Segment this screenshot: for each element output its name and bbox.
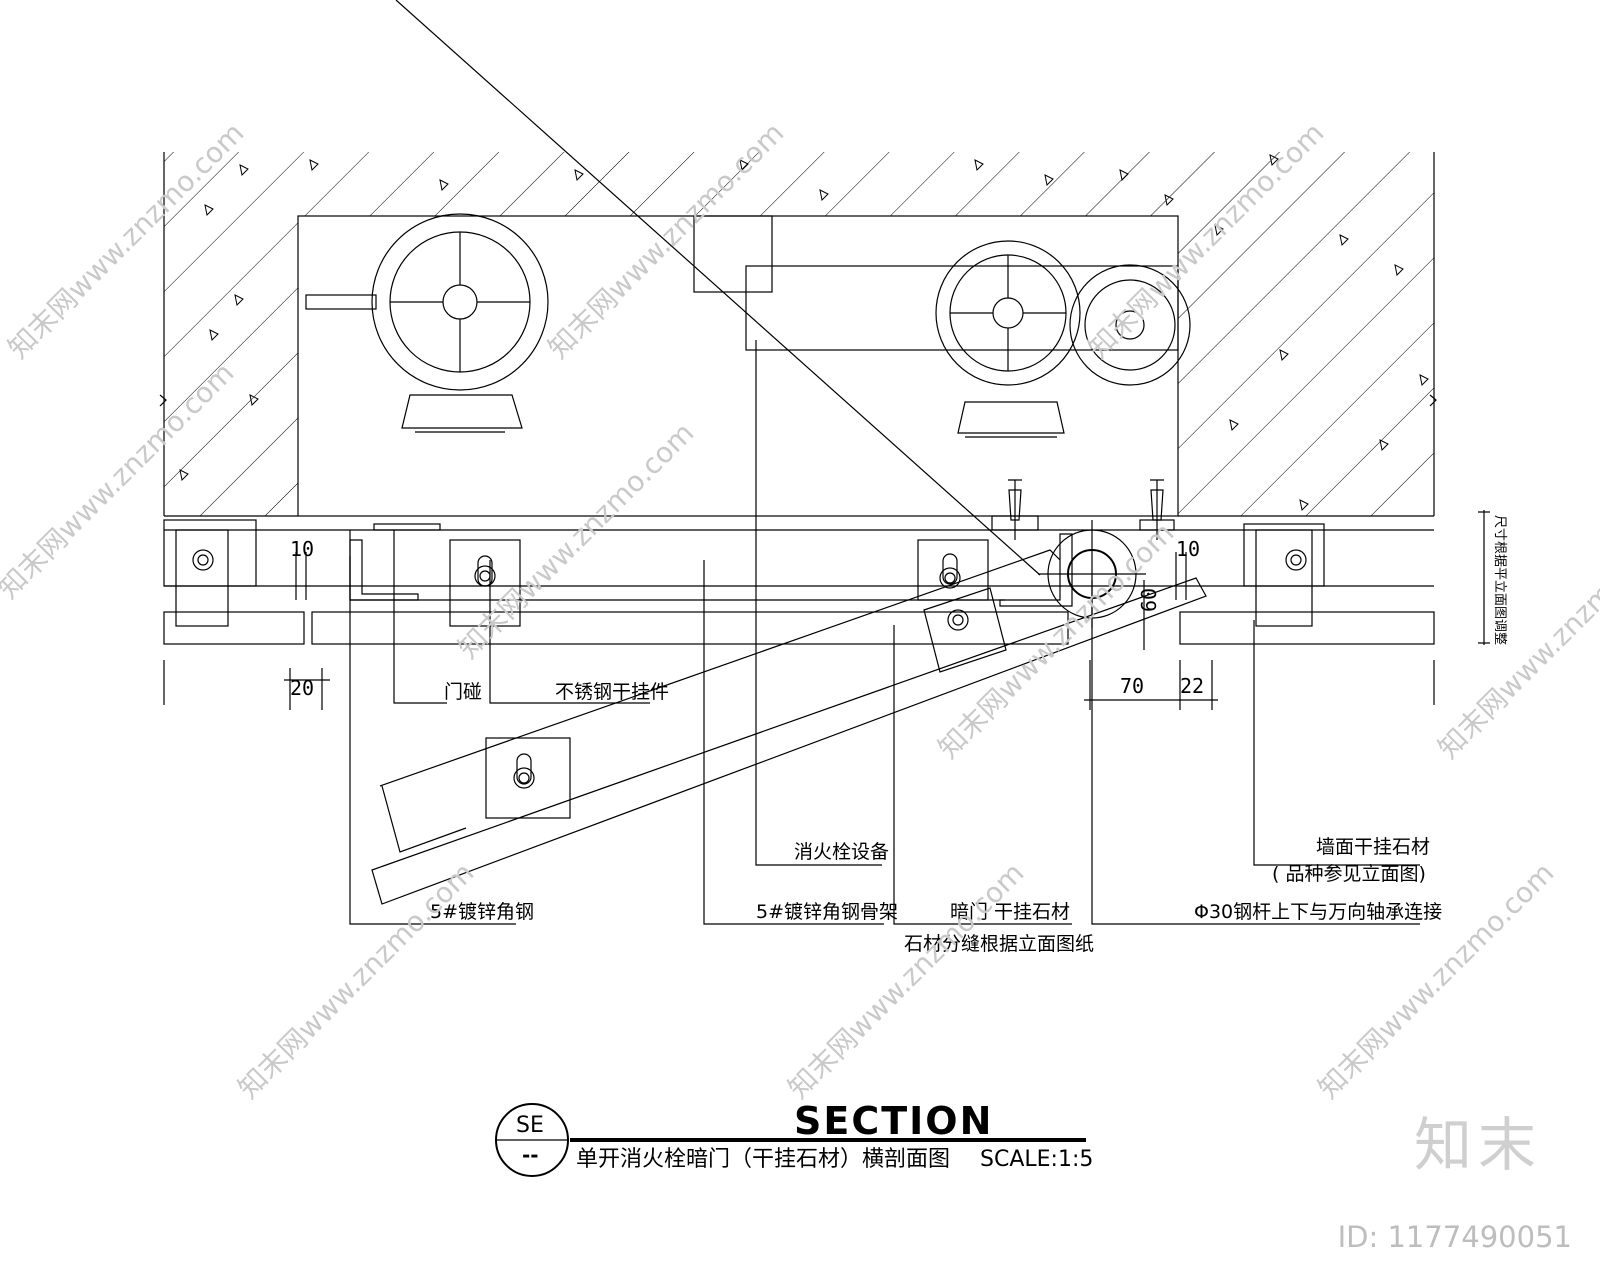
hydrant-cabinet [297,215,1179,517]
vertical-note: 尺寸根据平立面图调整 [1492,515,1507,645]
label-wall-stone-1: 墙面干挂石材 [1316,836,1430,858]
label-hidden-door-1: 暗门 干挂石材 [950,901,1070,923]
label-wall-stone-2: ( 品种参见立面图) [1272,863,1426,885]
dim-10-left: 10 [290,537,314,561]
label-angle-frame: 5#镀锌角钢骨架 [756,901,898,923]
label-angle-steel: 5#镀锌角钢 [430,901,534,923]
dimensions: 10 20 10 70 22 60 尺寸根据平立面图调整 [284,510,1507,710]
svg-text:知末网www.znzmo.com: 知末网www.znzmo.com [1432,516,1600,765]
frame-band [163,529,1435,705]
section-heading: SECTION [794,1099,993,1143]
section-subtitle: 单开消火栓暗门（干挂石材）横剖面图 [576,1147,950,1172]
concrete-wall [159,152,1437,517]
hose-reel-left [371,213,549,433]
title-block: SE -- SECTION 单开消火栓暗门（干挂石材）横剖面图 SCALE:1:… [495,1099,1093,1177]
dim-60: 60 [1137,588,1161,612]
label-steel-rod: Φ30钢杆上下与万向轴承连接 [1194,901,1442,923]
labels: 门碰 不锈钢干挂件 消火栓设备 墙面干挂石材 ( 品种参见立面图) 5#镀锌角钢… [430,681,1442,955]
hose-reel-right [935,240,1191,438]
leaders [349,340,1420,925]
image-id: ID: 1177490051 [1337,1220,1572,1254]
label-ss-hanger: 不锈钢干挂件 [555,681,669,703]
label-hydrant-equipment: 消火栓设备 [794,841,889,863]
svg-text:知末网www.znzmo.com: 知末网www.znzmo.com [932,516,1181,765]
svg-text:知末网www.znzmo.com: 知末网www.znzmo.com [232,856,481,1105]
section-symbol-bottom: -- [522,1143,539,1167]
section-symbol-top: SE [516,1113,544,1138]
section-scale: SCALE:1:5 [980,1147,1093,1172]
dim-22: 22 [1180,674,1204,698]
dim-10-right: 10 [1176,537,1200,561]
dim-20: 20 [290,676,314,700]
label-hidden-door-2: 石材分缝根据立面图纸 [904,933,1094,955]
label-door-stop: 门碰 [444,681,482,703]
brand-watermark: 知末 [1413,1111,1542,1179]
svg-text:知末网www.znzmo.com: 知末网www.znzmo.com [1312,856,1561,1105]
open-door-panel [371,0,1207,905]
dim-70: 70 [1120,674,1144,698]
svg-text:知末网www.znzmo.com: 知末网www.znzmo.com [782,856,1031,1105]
